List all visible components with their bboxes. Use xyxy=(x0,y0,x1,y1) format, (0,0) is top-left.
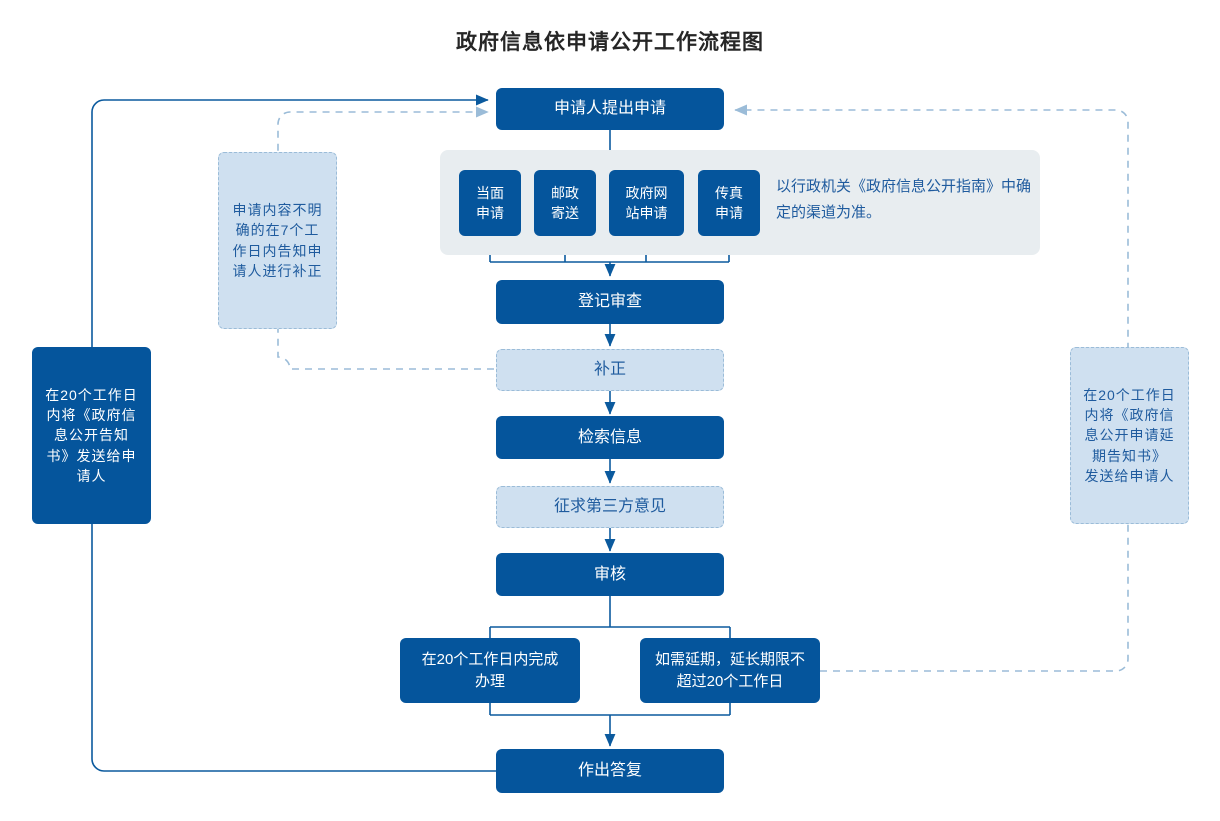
node-branch-extend-label: 如需延期，延长期限不超过20个工作日 xyxy=(654,650,805,690)
node-branch-complete[interactable]: 在20个工作日内完成办理 xyxy=(400,638,580,703)
note-right-notice-label: 在20个工作日内将《政府信息公开申请延期告知书》 发送给申请人 xyxy=(1083,386,1176,484)
node-channel-1-label: 当面申请 xyxy=(476,184,504,221)
node-end-label: 作出答复 xyxy=(577,762,642,780)
node-step-2-label: 补正 xyxy=(593,361,626,379)
node-step-4[interactable]: 征求第三方意见 xyxy=(496,486,724,528)
note-correction[interactable]: 申请内容不明确的在7个工作日内告知申请人进行补正 xyxy=(218,152,337,329)
node-channel-3-label: 政府网站申请 xyxy=(625,184,668,221)
node-channel-1[interactable]: 当面申请 xyxy=(459,170,521,236)
node-step-4-label: 征求第三方意见 xyxy=(553,498,666,516)
node-branch-complete-label: 在20个工作日内完成办理 xyxy=(421,650,559,690)
node-step-3-label: 检索信息 xyxy=(577,428,642,446)
channel-note: 以行政机关《政府信息公开指南》中确定的渠道为准。 xyxy=(776,178,1032,221)
node-channel-4[interactable]: 传真申请 xyxy=(698,170,760,236)
node-step-1[interactable]: 登记审查 xyxy=(496,280,724,324)
node-channel-2[interactable]: 邮政寄送 xyxy=(534,170,596,236)
note-correction-label: 申请内容不明确的在7个工作日内告知申请人进行补正 xyxy=(232,201,323,279)
node-end[interactable]: 作出答复 xyxy=(496,749,724,793)
node-start-label: 申请人提出申请 xyxy=(553,100,666,118)
node-branch-extend[interactable]: 如需延期，延长期限不超过20个工作日 xyxy=(640,638,820,703)
node-start[interactable]: 申请人提出申请 xyxy=(496,88,724,130)
node-channel-2-label: 邮政寄送 xyxy=(551,184,579,221)
node-step-5-label: 审核 xyxy=(593,565,626,583)
node-step-5[interactable]: 审核 xyxy=(496,553,724,596)
node-step-2[interactable]: 补正 xyxy=(496,349,724,391)
note-left-notice-label: 在20个工作日内将《政府信息公开告知书》发送给申请人 xyxy=(45,386,138,484)
node-step-1-label: 登记审查 xyxy=(577,293,642,311)
page-title: 政府信息依申请公开工作流程图 xyxy=(456,31,764,54)
note-right-notice[interactable]: 在20个工作日内将《政府信息公开申请延期告知书》 发送给申请人 xyxy=(1070,347,1189,524)
note-left-notice[interactable]: 在20个工作日内将《政府信息公开告知书》发送给申请人 xyxy=(32,347,151,524)
node-channel-3[interactable]: 政府网站申请 xyxy=(609,170,684,236)
node-step-3[interactable]: 检索信息 xyxy=(496,416,724,459)
node-channel-4-label: 传真申请 xyxy=(715,184,743,221)
